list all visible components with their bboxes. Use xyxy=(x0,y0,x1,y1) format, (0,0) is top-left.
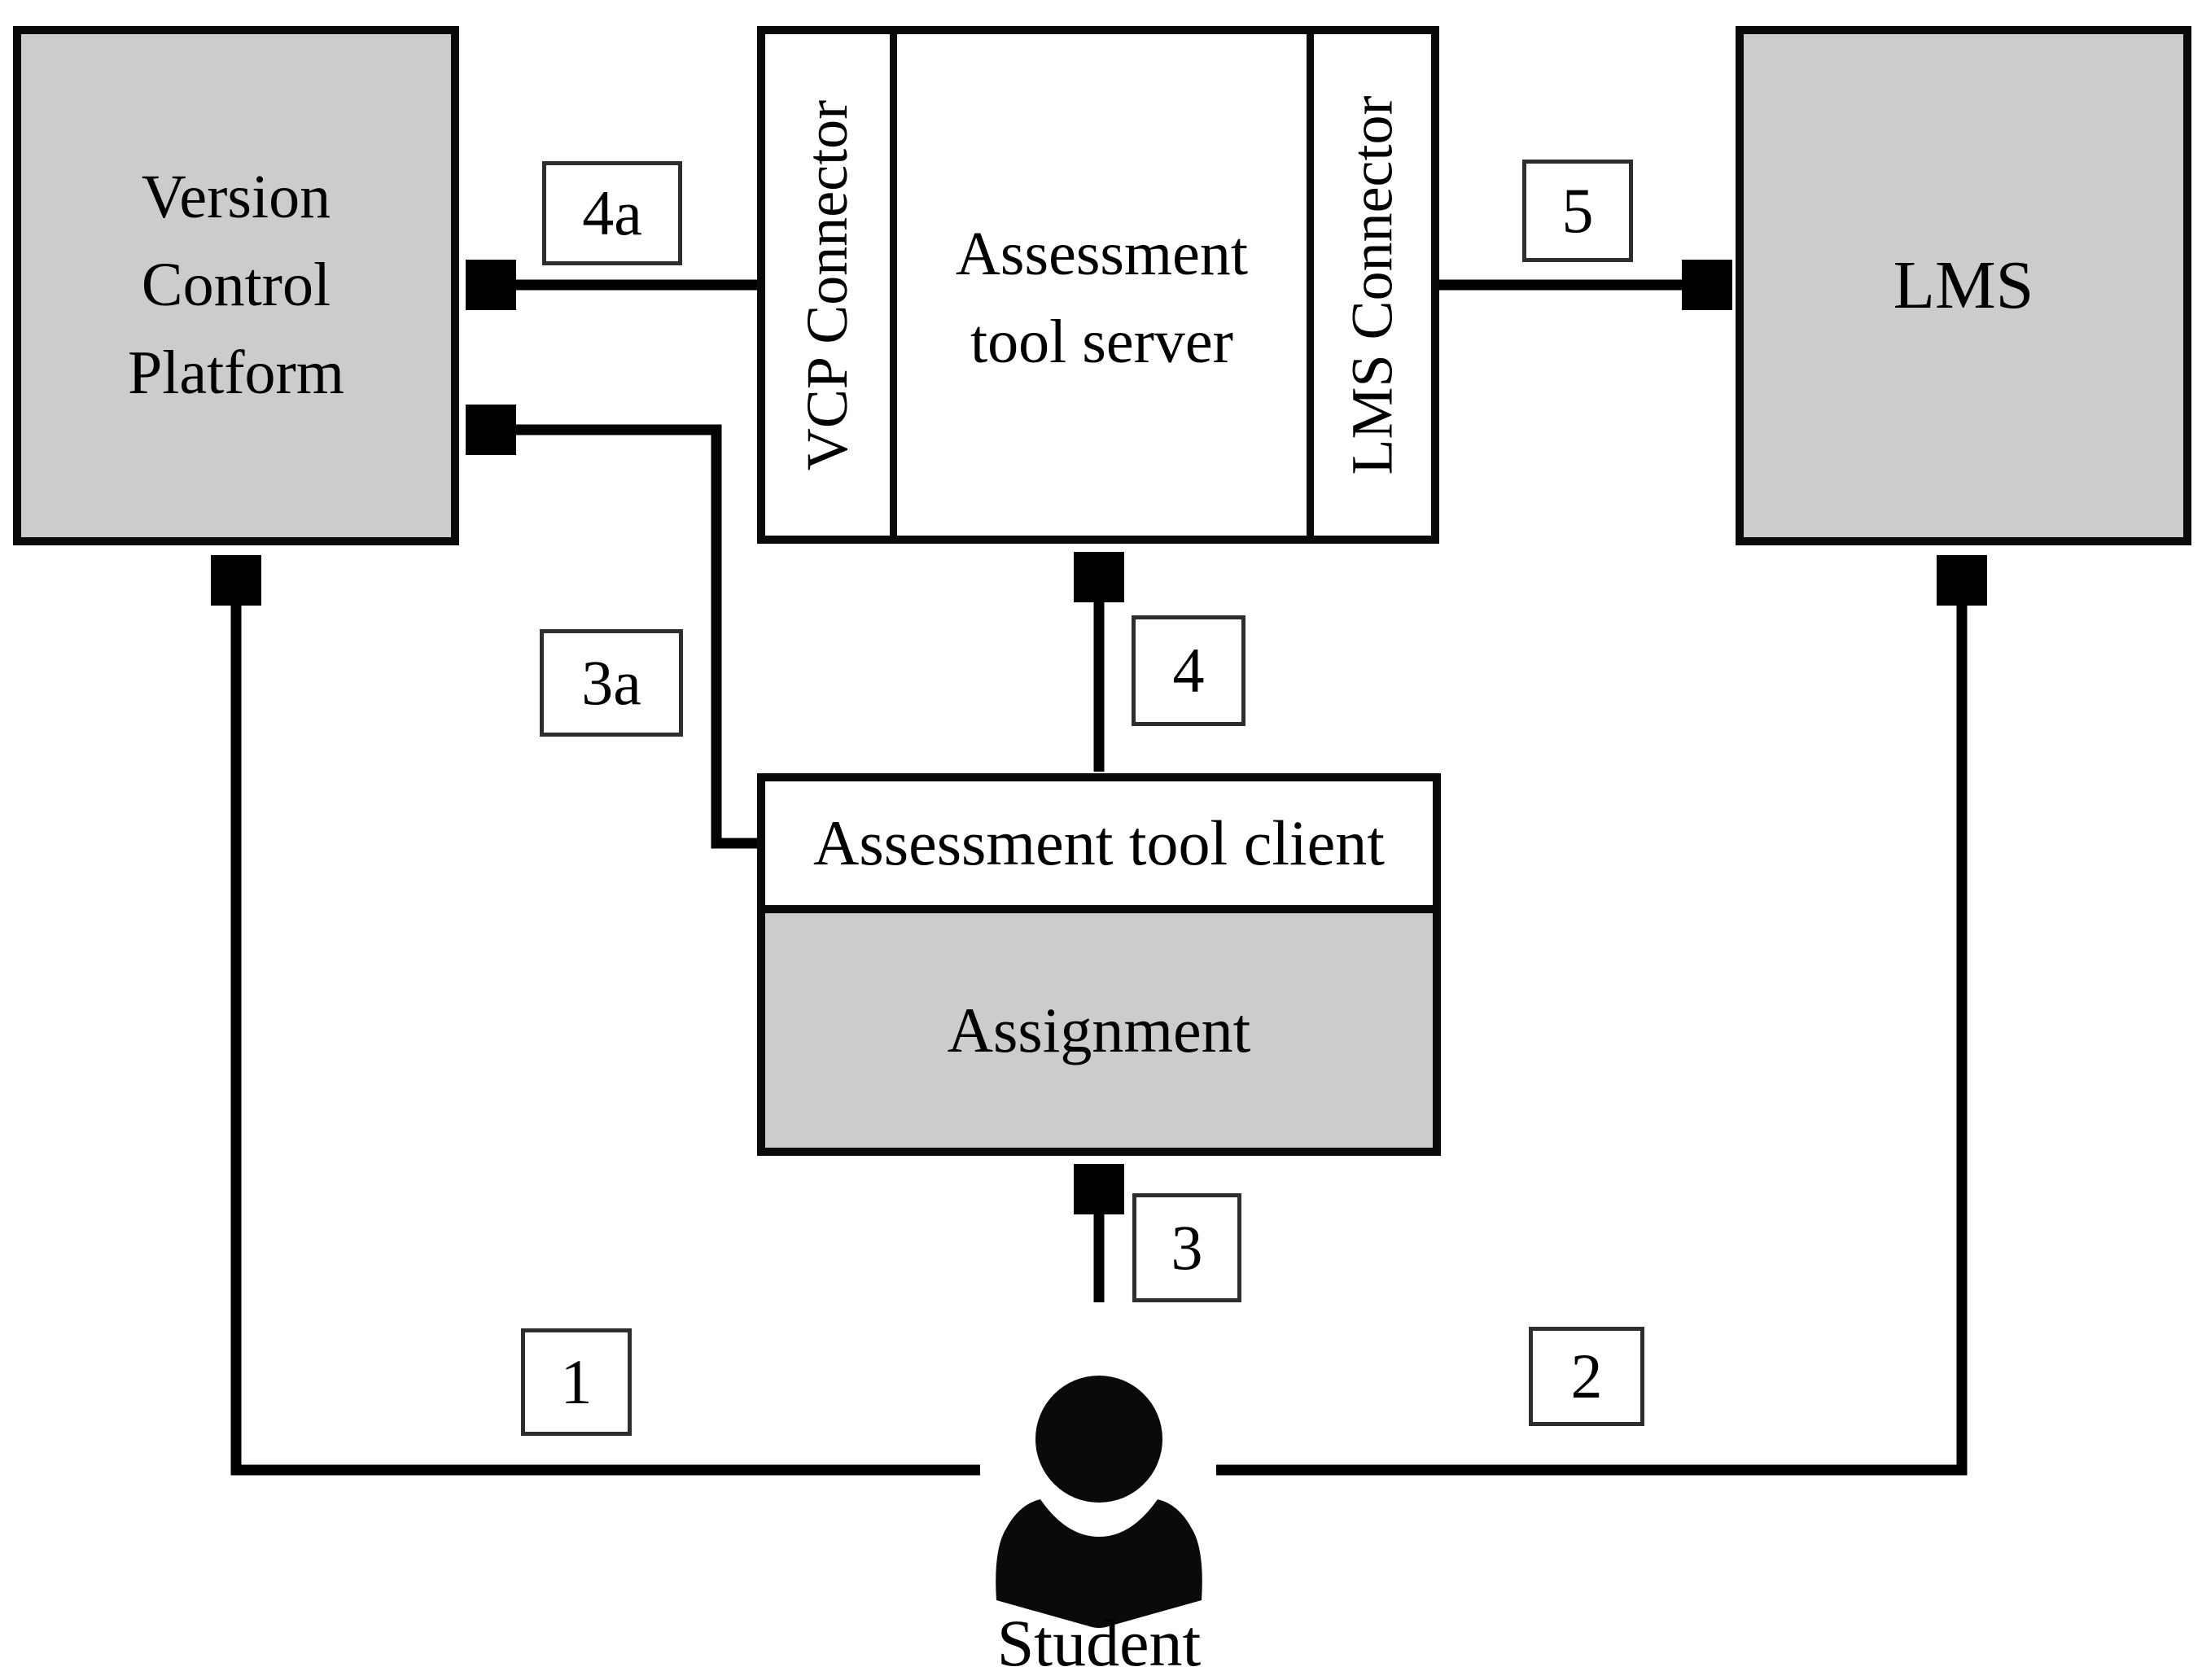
step-tag-4-label: 4 xyxy=(1172,635,1205,706)
step-tag-1: 1 xyxy=(521,1328,632,1436)
vcp-connector-label: VCP Connector xyxy=(795,99,860,470)
version-control-platform-label: Version Control Platform xyxy=(128,163,344,407)
lms-connector-section: LMS Connector xyxy=(1307,34,1431,536)
lms-label: LMS xyxy=(1893,247,2034,324)
student-shoulders-icon xyxy=(996,1499,1202,1628)
step-tag-3a: 3a xyxy=(540,629,683,737)
step-tag-3a-label: 3a xyxy=(581,647,641,718)
student-label: Student xyxy=(996,1606,1202,1680)
step-tag-4a-label: 4a xyxy=(582,177,642,248)
arrow-1-student-to-vcp xyxy=(236,560,980,1476)
assessment-tool-server-label: Assessment tool server xyxy=(956,220,1248,376)
node-assessment-tool-client: Assessment tool client Assignment xyxy=(757,773,1441,1156)
step-tag-4a: 4a xyxy=(542,161,682,265)
step-tag-5-label: 5 xyxy=(1561,175,1594,246)
node-version-control-platform: Version Control Platform xyxy=(13,26,459,545)
assessment-tool-client-label: Assessment tool client xyxy=(813,807,1385,878)
node-lms: LMS xyxy=(1736,26,2191,545)
assessment-tool-server-section: Assessment tool server xyxy=(897,34,1307,536)
student-icon xyxy=(996,1376,1202,1628)
step-tag-4: 4 xyxy=(1132,615,1245,726)
step-tag-3-label: 3 xyxy=(1171,1212,1203,1283)
step-tag-3: 3 xyxy=(1132,1193,1241,1302)
node-assessment-tool-server: VCP Connector Assessment tool server LMS… xyxy=(757,26,1439,544)
step-tag-5: 5 xyxy=(1522,160,1633,262)
arrow-3a-client-to-vcp xyxy=(471,430,759,849)
assessment-tool-client-section: Assessment tool client xyxy=(765,781,1433,913)
step-tag-1-label: 1 xyxy=(560,1346,593,1417)
assignment-section: Assignment xyxy=(765,913,1433,1148)
lms-connector-label: LMS Connector xyxy=(1339,95,1405,475)
arrow-2-student-to-lms xyxy=(1216,560,1962,1476)
assignment-label: Assignment xyxy=(947,995,1251,1065)
vcp-connector-section: VCP Connector xyxy=(765,34,897,536)
step-tag-2: 2 xyxy=(1529,1327,1644,1426)
student-head-icon xyxy=(1035,1376,1162,1503)
step-tag-2-label: 2 xyxy=(1570,1341,1603,1411)
